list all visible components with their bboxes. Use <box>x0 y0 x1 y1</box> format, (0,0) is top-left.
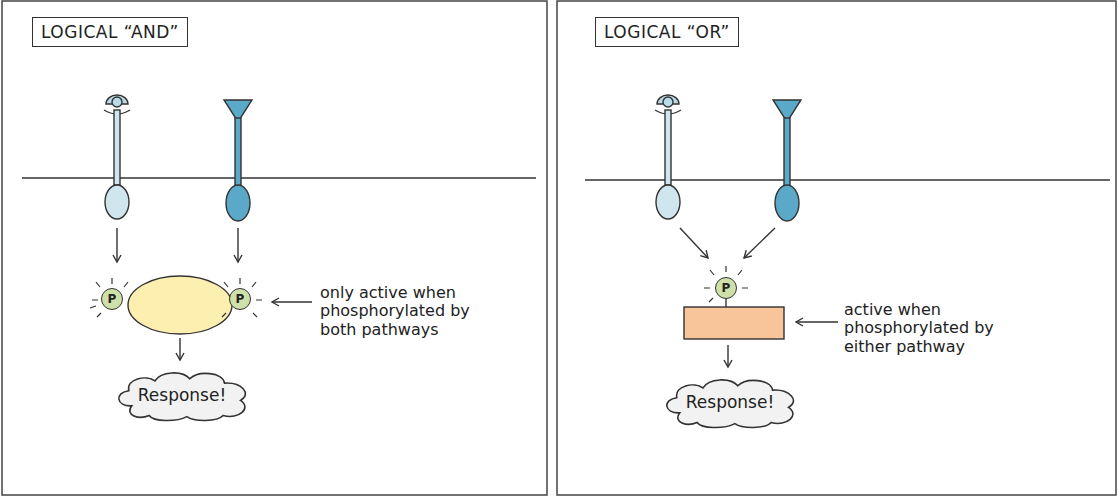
leader-arrow <box>272 301 312 302</box>
panel-title-box: LOGICAL “OR” <box>595 17 739 47</box>
membrane <box>22 177 536 179</box>
phosphate-group: P <box>229 288 251 310</box>
panel-frame <box>2 1 547 495</box>
signal-arrow <box>680 228 708 258</box>
phosphate-symbol: P <box>236 292 245 306</box>
panel-title-box: LOGICAL “AND” <box>32 17 188 47</box>
response-arrow <box>727 345 728 367</box>
response-cloud: Response! <box>658 375 803 429</box>
response-arrow <box>179 338 180 360</box>
callout-note: only active when phosphorylated by both … <box>318 284 502 339</box>
panel-title: LOGICAL “AND” <box>41 22 179 42</box>
response-text: Response! <box>138 385 226 405</box>
target-protein <box>684 307 784 339</box>
leader-arrow <box>796 321 838 322</box>
sparkle <box>704 266 748 302</box>
phosphate-group: P <box>101 288 123 310</box>
response-text: Response! <box>686 392 774 412</box>
signal-arrow <box>744 228 775 258</box>
panel-title: LOGICAL “OR” <box>604 22 730 42</box>
panel-frame <box>557 1 1116 495</box>
phosphate-symbol: P <box>722 281 731 295</box>
receptor <box>104 95 130 219</box>
phosphate-group: P <box>715 277 737 299</box>
membrane <box>585 179 1110 181</box>
phosphate-symbol: P <box>108 292 117 306</box>
receptor <box>655 95 681 219</box>
receptor <box>224 100 252 221</box>
signal-arrow <box>116 228 117 262</box>
target-protein <box>128 276 232 334</box>
callout-note: active when phosphorylated by either pat… <box>842 301 1021 356</box>
receptor <box>773 100 801 221</box>
sparkle <box>90 278 262 317</box>
response-cloud: Response! <box>110 368 255 422</box>
signal-arrow <box>237 228 238 262</box>
